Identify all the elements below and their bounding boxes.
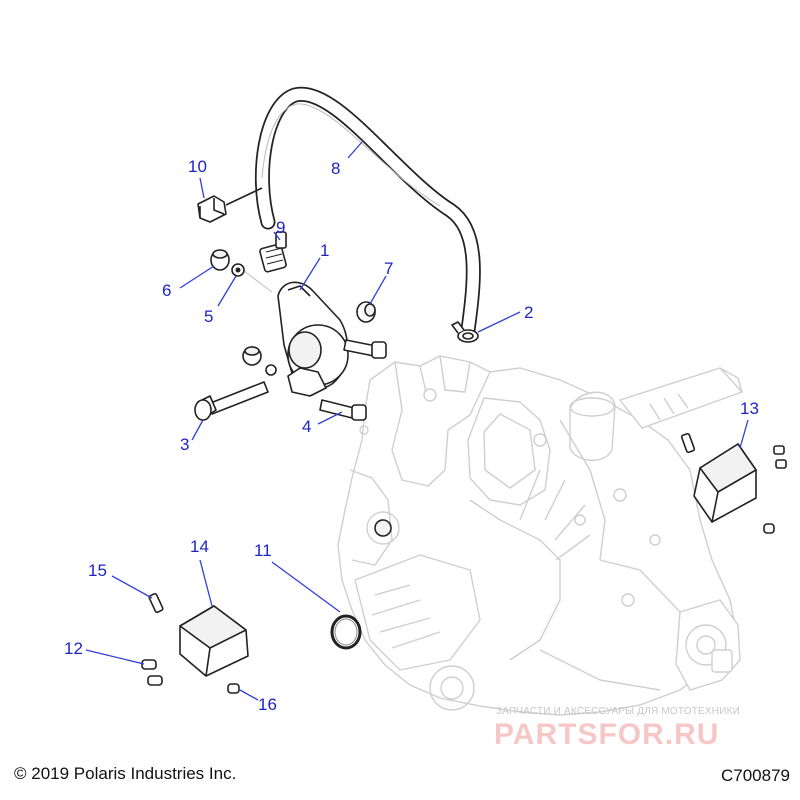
callout-2: 2 xyxy=(524,303,533,322)
mount-left xyxy=(141,593,249,694)
callout-5: 5 xyxy=(204,307,213,326)
callout-1: 1 xyxy=(320,241,329,260)
leader-4 xyxy=(317,411,343,425)
callout-10: 10 xyxy=(188,157,207,176)
leader-7 xyxy=(369,275,387,305)
callout-11: 11 xyxy=(254,541,272,560)
washer-5 xyxy=(231,263,245,277)
watermark-logo: PARTSFOR.RU xyxy=(494,718,720,751)
bolt-upper xyxy=(343,339,387,359)
leader-3 xyxy=(191,419,204,441)
o-ring xyxy=(330,614,362,650)
leader-8 xyxy=(347,141,363,159)
callout-3: 3 xyxy=(180,435,189,454)
leader-6 xyxy=(179,265,215,289)
spacer-7 xyxy=(356,301,376,323)
callout-12: 12 xyxy=(64,639,83,658)
watermark-tagline: ЗАПЧАСТИ И АКСЕССУАРЫ ДЛЯ МОТОТЕХНИКИ xyxy=(496,706,741,717)
callout-8: 8 xyxy=(331,159,340,178)
leader-5 xyxy=(217,275,237,307)
hose-clamp xyxy=(451,321,479,343)
vent-fitting xyxy=(259,231,287,273)
vent-hose xyxy=(254,86,481,338)
leader-12 xyxy=(85,649,145,665)
leader-13 xyxy=(739,419,749,449)
callout-6: 6 xyxy=(162,281,171,300)
leader-15 xyxy=(111,575,153,599)
grommet-lower xyxy=(242,346,277,376)
leader-lines xyxy=(85,141,749,701)
leader-14 xyxy=(199,559,213,607)
callout-15: 15 xyxy=(88,561,107,580)
figure-id: C700879 xyxy=(720,766,790,785)
leader-9 xyxy=(273,231,281,241)
callout-16: 16 xyxy=(258,695,277,714)
leader-2 xyxy=(477,311,521,333)
mount-right xyxy=(680,432,787,534)
callout-7: 7 xyxy=(384,259,393,278)
callout-9: 9 xyxy=(276,218,285,237)
leader-16 xyxy=(239,689,259,701)
leader-1 xyxy=(299,257,321,291)
callout-14: 14 xyxy=(190,537,209,556)
leader-11 xyxy=(271,561,341,613)
bolt-long xyxy=(194,381,269,421)
callout-13: 13 xyxy=(740,399,759,418)
transmission-housing xyxy=(337,355,743,716)
bolt-short xyxy=(319,399,367,421)
grommet-6 xyxy=(210,249,230,271)
speed-sensor-housing xyxy=(239,267,349,397)
callout-labels: 1 2 3 4 5 6 7 8 9 10 11 12 13 14 15 16 xyxy=(64,157,759,714)
leader-10 xyxy=(199,177,205,199)
hose-clip xyxy=(197,187,263,223)
callout-4: 4 xyxy=(302,417,311,436)
copyright-notice: © 2019 Polaris Industries Inc. xyxy=(14,764,237,783)
